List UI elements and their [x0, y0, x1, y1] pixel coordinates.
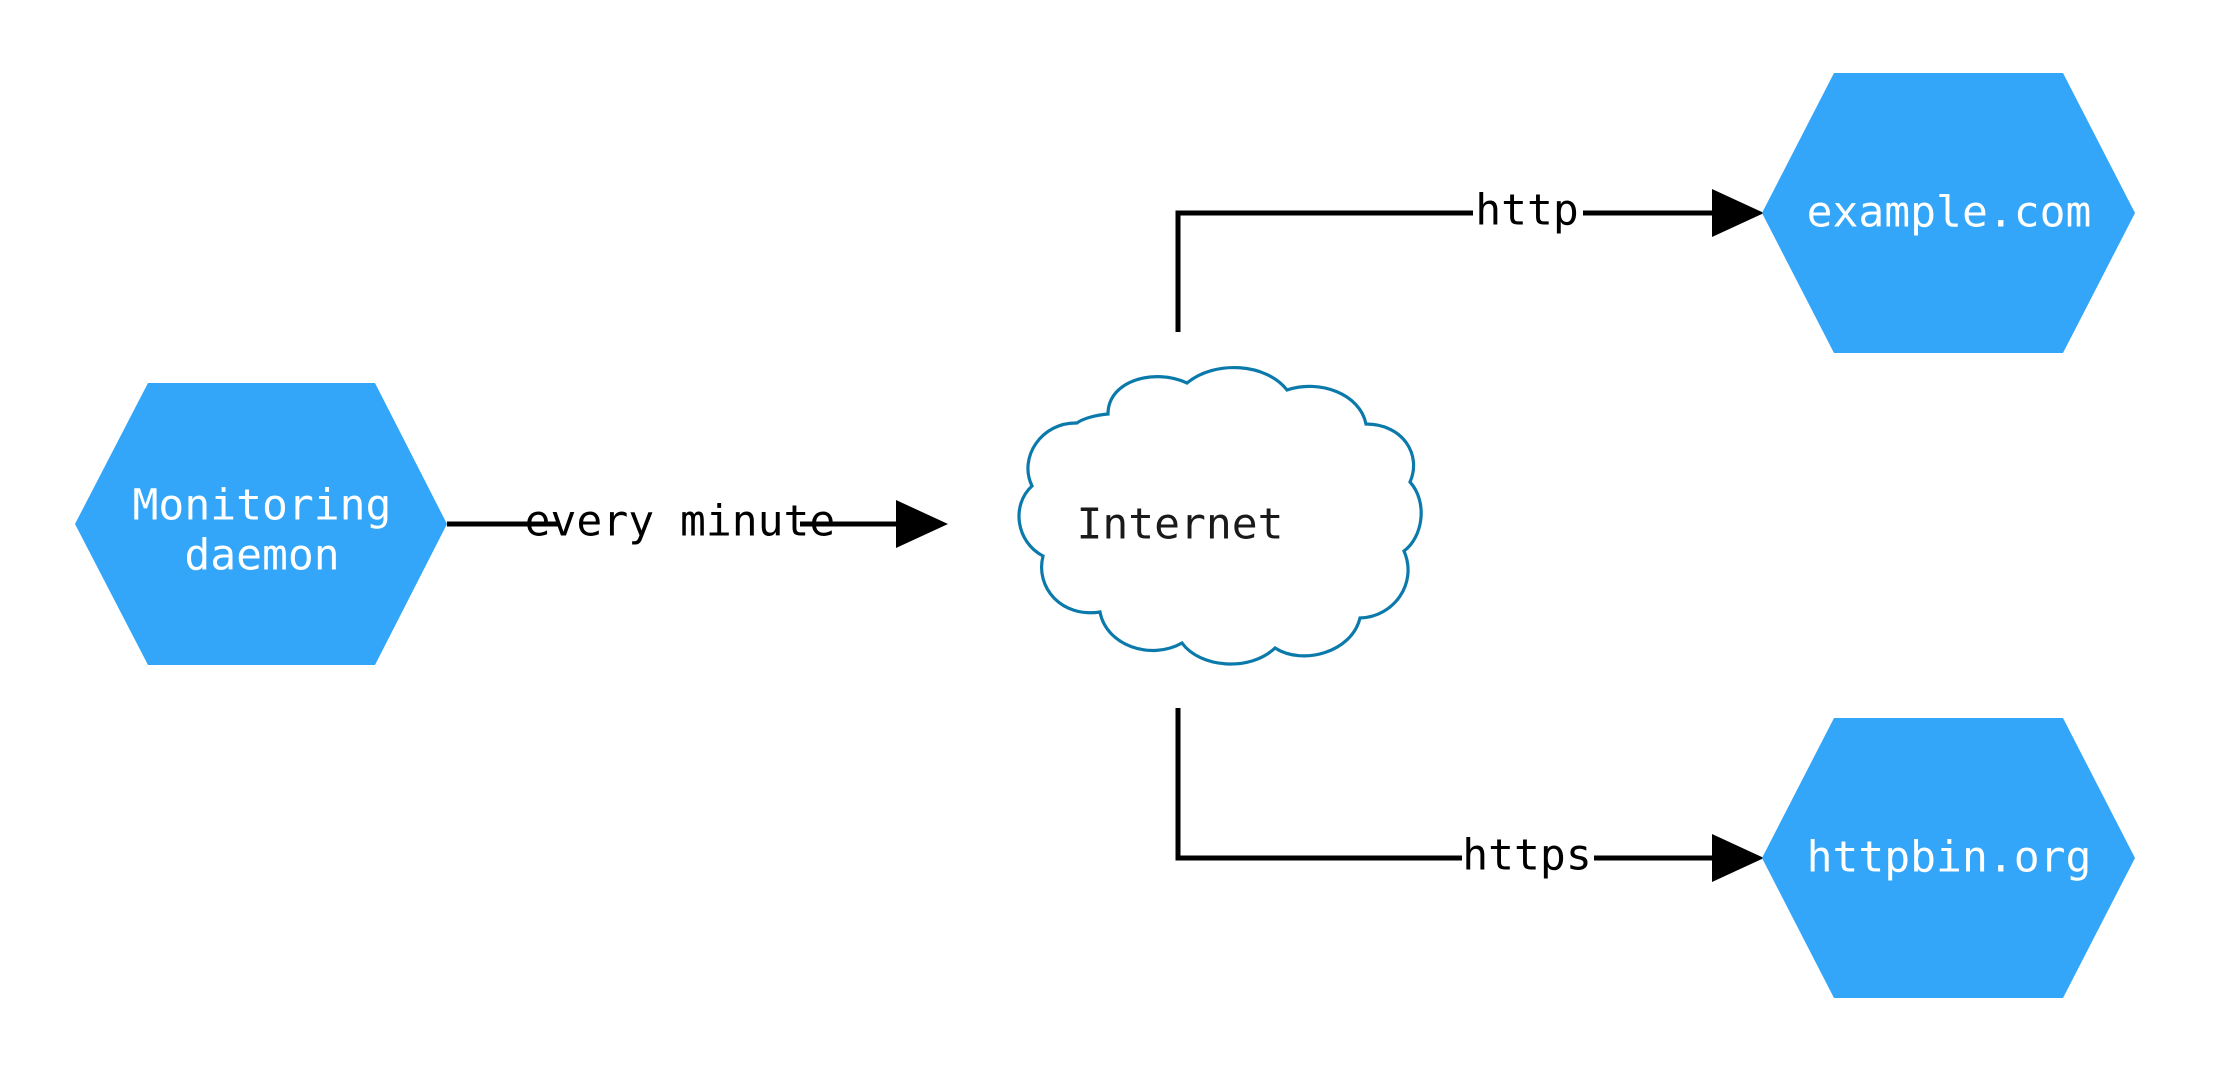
node-label-monitoring-daemon-line2: daemon	[184, 531, 339, 581]
hexagon-shape-monitoring-daemon[interactable]	[75, 383, 447, 665]
arrow-head-httpbin-org	[1712, 834, 1764, 882]
edge-label-every-minute: every minute	[525, 497, 836, 547]
node-label-monitoring-daemon-line1: Monitoring	[133, 481, 392, 531]
edge-label-https: https	[1462, 831, 1591, 881]
node-httpbin-org[interactable]: httpbin.org	[1762, 718, 2135, 998]
edge-label-http: http	[1475, 186, 1579, 236]
hexagon-shape-httpbin-org[interactable]	[1762, 718, 2135, 998]
arrow-head-example-com	[1712, 189, 1764, 237]
node-monitoring-daemon[interactable]: Monitoring daemon	[75, 383, 447, 665]
edge-internet-to-example: http	[1175, 186, 1764, 332]
edge-internet-to-httpbin: https	[1175, 708, 1764, 882]
arrow-head-internet	[896, 500, 948, 548]
edge-line-http-elbow	[1175, 210, 1473, 332]
cloud-shape-internet[interactable]	[1017, 366, 1423, 666]
edge-daemon-to-internet: every minute	[447, 497, 948, 548]
node-label-httpbin-org: httpbin.org	[1807, 833, 2092, 883]
hexagon-shape-example-com[interactable]	[1762, 73, 2135, 353]
node-label-example-com: example.com	[1807, 188, 2092, 238]
node-example-com[interactable]: example.com	[1762, 73, 2135, 353]
edge-line-https-elbow	[1175, 708, 1462, 861]
node-internet[interactable]: Internet	[1017, 366, 1423, 666]
node-label-internet: Internet	[1076, 500, 1283, 550]
